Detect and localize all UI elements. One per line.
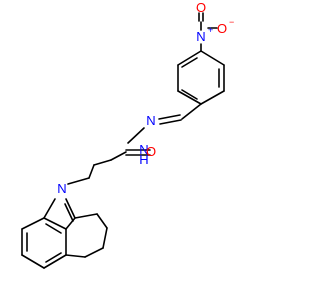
bond <box>74 213 98 219</box>
bond <box>158 114 181 120</box>
bond <box>200 90 225 105</box>
bond <box>200 50 225 66</box>
molecule-structure: N + O O − N N H O N <box>21 0 234 269</box>
bond <box>45 223 62 234</box>
bond <box>67 177 90 185</box>
bond <box>84 247 104 258</box>
nitro-nitrogen-label: N <box>196 29 205 44</box>
bond <box>102 227 108 249</box>
nitro-oxygen-right-label: O <box>217 21 227 36</box>
nitro-nitrogen-charge: + <box>208 25 213 35</box>
bond <box>43 254 67 269</box>
benzene-ring <box>177 50 225 105</box>
bond <box>65 198 76 219</box>
bond <box>21 254 45 269</box>
bond <box>21 217 45 230</box>
bond <box>177 50 202 66</box>
bond <box>127 127 145 144</box>
bond <box>181 89 198 100</box>
bond <box>65 217 76 230</box>
nitro-group <box>198 12 218 52</box>
bond <box>43 217 67 230</box>
molecule-canvas: N + O O − N N H O N <box>21 0 234 269</box>
bond <box>181 57 198 68</box>
propanoyl-chain <box>67 149 151 185</box>
bond <box>88 164 95 179</box>
bond <box>177 90 202 105</box>
hydrazone-nitrogen-1-label: N <box>146 113 155 128</box>
carbonyl-oxygen-label: O <box>146 144 156 159</box>
carbazole-nitrogen-label: N <box>57 181 66 196</box>
amide-hydrogen-label: H <box>139 152 148 167</box>
bond <box>96 213 108 229</box>
nitro-oxygen-charge: − <box>229 17 234 27</box>
bond <box>110 151 127 161</box>
bond <box>43 198 56 219</box>
bond <box>64 203 74 222</box>
tetrahydrocarbazole-ring <box>21 198 108 269</box>
bond <box>181 103 202 120</box>
hydrazone-linker <box>127 103 202 144</box>
nitro-oxygen-top-label: O <box>196 0 206 15</box>
bond <box>45 252 62 263</box>
bond <box>65 254 86 258</box>
bond <box>159 119 182 125</box>
bond <box>93 159 112 166</box>
hydrazone-nitrogen-2-label: N <box>139 142 148 157</box>
